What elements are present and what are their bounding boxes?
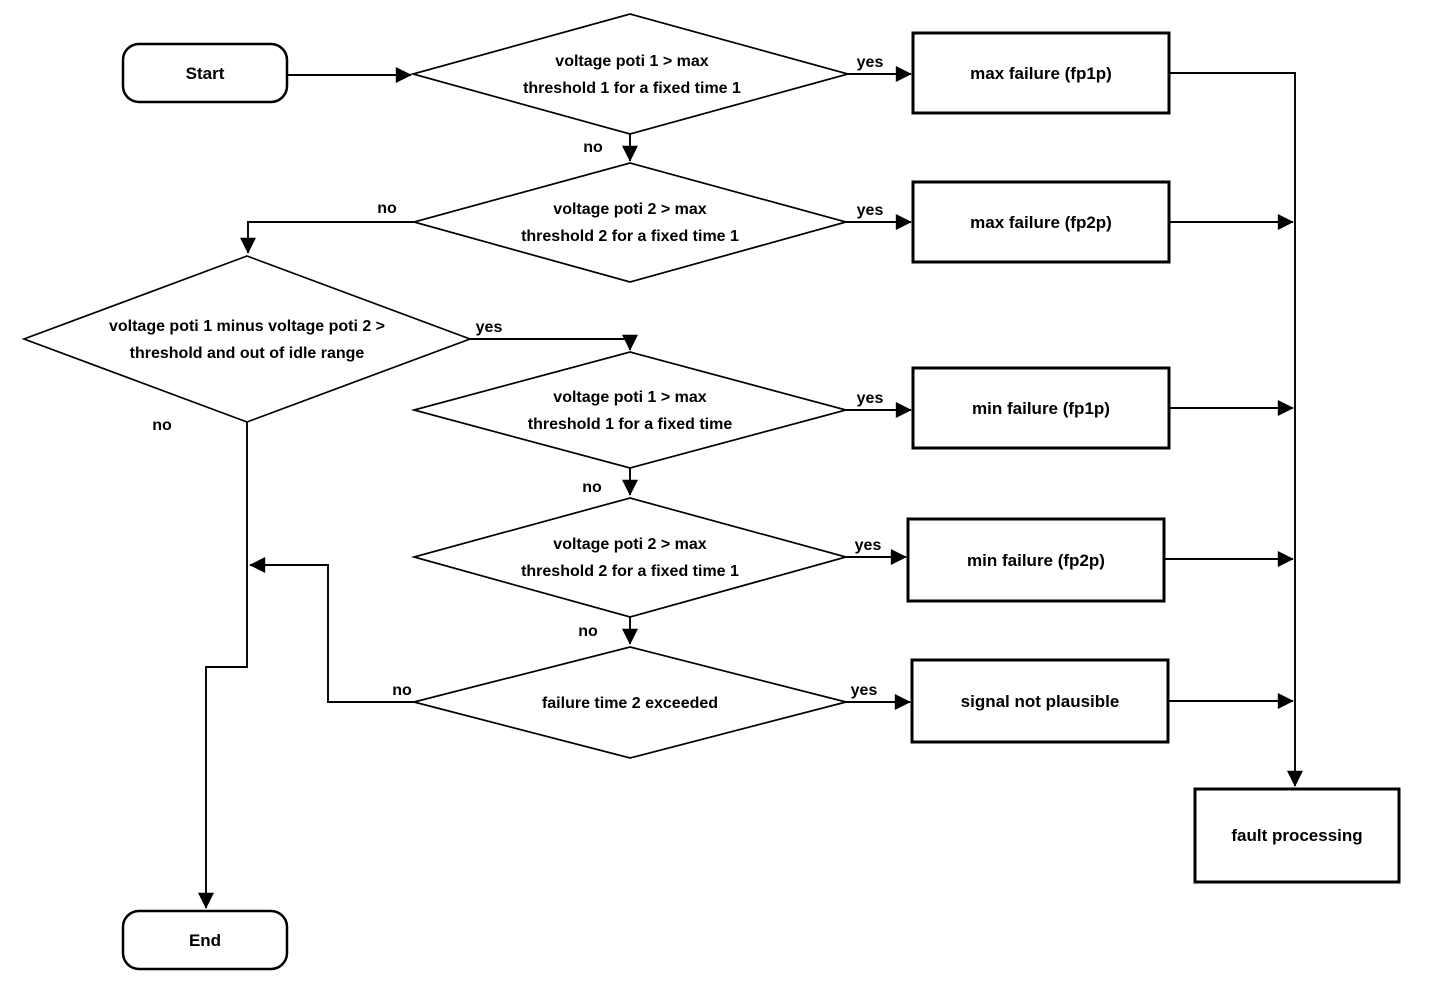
label-no-d3: no bbox=[152, 417, 172, 434]
decision-poti1-max-threshold1-time bbox=[410, 351, 850, 469]
label-no-d1: no bbox=[583, 139, 603, 156]
label-no-d6: no bbox=[392, 682, 412, 699]
start-label: Start bbox=[186, 64, 225, 83]
decision-poti-difference-threshold bbox=[21, 255, 473, 423]
edge-d2-no bbox=[240, 221, 414, 254]
edge-d3-no-to-end bbox=[198, 422, 248, 909]
decision-2-text-line2: threshold 2 for a fixed time 1 bbox=[521, 228, 739, 245]
edge-trunk-to-fault-processing bbox=[1169, 72, 1303, 787]
start-terminator bbox=[121, 42, 289, 104]
process-fault-processing bbox=[1193, 787, 1401, 884]
label-yes-d4: yes bbox=[857, 390, 884, 407]
decision-poti2-max-threshold2-time1-second bbox=[410, 497, 850, 618]
label-no-d5: no bbox=[578, 623, 598, 640]
decision-failure-time2-exceeded bbox=[413, 646, 847, 759]
decision-poti1-max-threshold1-time1 bbox=[409, 13, 852, 135]
decision-4-text-line1: voltage poti 1 > max bbox=[553, 389, 706, 406]
decision-5-text-line2: threshold 2 for a fixed time 1 bbox=[521, 563, 739, 580]
end-label: End bbox=[189, 931, 221, 950]
edge-d6-no bbox=[249, 557, 414, 703]
edge-d3-yes bbox=[470, 334, 638, 351]
label-yes-d5: yes bbox=[855, 537, 882, 554]
decision-poti2-max-threshold2-time1 bbox=[410, 162, 850, 283]
label-yes-d6: yes bbox=[851, 682, 878, 699]
decision-1-text-line1: voltage poti 1 > max bbox=[555, 53, 708, 70]
process-max-failure-fp1p bbox=[911, 31, 1171, 115]
decision-6-text: failure time 2 exceeded bbox=[542, 695, 718, 712]
process-min-failure-fp2p-label: min failure (fp2p) bbox=[967, 551, 1105, 570]
label-no-d4: no bbox=[582, 479, 602, 496]
process-signal-not-plausible bbox=[910, 658, 1170, 744]
process-max-failure-fp2p bbox=[911, 180, 1171, 264]
decision-2-text-line1: voltage poti 2 > max bbox=[553, 201, 706, 218]
label-no-d2: no bbox=[377, 200, 397, 217]
process-min-failure-fp1p bbox=[911, 366, 1171, 450]
decision-1-text-line2: threshold 1 for a fixed time 1 bbox=[523, 80, 741, 97]
decision-4-text-line2: threshold 1 for a fixed time bbox=[528, 416, 733, 433]
process-min-failure-fp1p-label: min failure (fp1p) bbox=[972, 399, 1110, 418]
decision-3-text-line1: voltage poti 1 minus voltage poti 2 > bbox=[109, 318, 385, 335]
decision-5-text-line1: voltage poti 2 > max bbox=[553, 536, 706, 553]
label-yes-d1: yes bbox=[857, 54, 884, 71]
process-fault-processing-label: fault processing bbox=[1231, 826, 1362, 845]
process-signal-not-plausible-label: signal not plausible bbox=[961, 692, 1120, 711]
process-min-failure-fp2p bbox=[906, 517, 1166, 603]
process-max-failure-fp1p-label: max failure (fp1p) bbox=[970, 64, 1112, 83]
decision-3-text-line2: threshold and out of idle range bbox=[130, 345, 365, 362]
end-terminator bbox=[121, 909, 289, 971]
process-max-failure-fp2p-label: max failure (fp2p) bbox=[970, 213, 1112, 232]
label-yes-d3: yes bbox=[476, 319, 503, 336]
label-yes-d2: yes bbox=[857, 202, 884, 219]
